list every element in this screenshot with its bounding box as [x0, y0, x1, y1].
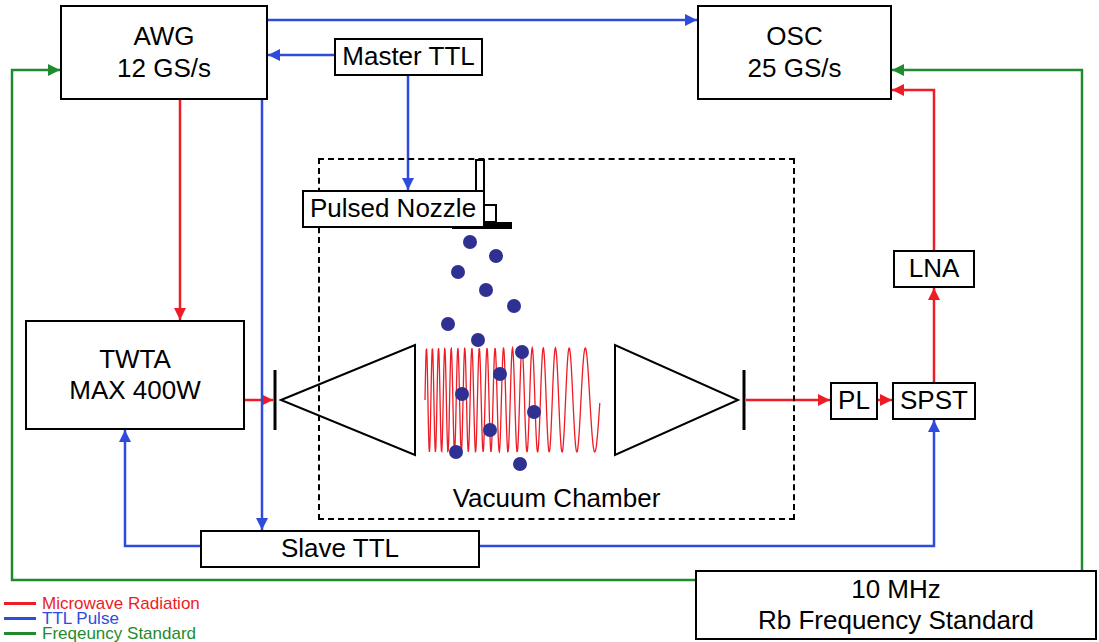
amplifier-box: TWTAMAX 400W: [25, 320, 245, 430]
signal-connector: [892, 70, 1082, 570]
nozzle-label-box: Pulsed Nozzle: [302, 190, 485, 228]
signal-connector: [179, 100, 182, 320]
microwave-wire: [746, 399, 830, 402]
legend-swatch: [4, 602, 36, 605]
awg-box: AWG12 GS/s: [60, 5, 268, 100]
signal-connector: [892, 90, 934, 250]
node-label: SPST: [900, 385, 968, 416]
legend-text: TTL Pulse: [42, 611, 119, 626]
node-sublabel: Rb Frequency Standard: [758, 605, 1034, 636]
microwave-wire: [245, 399, 273, 402]
node-label: Vacuum Chamber: [320, 483, 793, 514]
ttl-box: Slave TTL: [200, 530, 480, 568]
horn-antenna-left: [275, 345, 415, 455]
node-label: Slave TTL: [281, 533, 399, 564]
legend-row: Microwave Radiation: [4, 596, 200, 611]
frequency-standard-box: 10 MHzRb Frequency Standard: [695, 570, 1097, 640]
ttl-box: Master TTL: [334, 38, 483, 76]
node-label: PL: [838, 385, 870, 416]
node-sublabel: 25 GS/s: [748, 53, 842, 84]
node-sublabel: MAX 400W: [69, 375, 201, 406]
signal-connector: [261, 100, 264, 530]
legend-row: Freqeuncy Standard: [4, 626, 200, 641]
node-label: Pulsed Nozzle: [310, 193, 476, 224]
horn-antenna-right: [615, 345, 744, 455]
switch-box: SPST: [892, 382, 976, 420]
legend-text: Microwave Radiation: [42, 596, 200, 611]
signal-connector: [407, 76, 410, 190]
node-label: OSC: [766, 21, 822, 52]
legend: Microwave RadiationTTL PulseFreqeuncy St…: [4, 596, 200, 641]
signal-connector: [125, 430, 200, 546]
vacuum-chamber: Vacuum ChamberPulsed Nozzle: [318, 158, 795, 520]
molecule-dots: [441, 235, 541, 471]
oscilloscope-box: OSC25 GS/s: [697, 5, 892, 100]
legend-row: TTL Pulse: [4, 611, 200, 626]
legend-swatch: [4, 632, 36, 635]
node-label: LNA: [909, 253, 960, 284]
node-sublabel: 12 GS/s: [117, 53, 211, 84]
signal-connector: [268, 19, 697, 22]
limiter-box: PL: [830, 382, 878, 420]
node-label: Master TTL: [342, 41, 474, 72]
chirp-waveform: [425, 348, 600, 452]
signal-connector: [933, 288, 936, 382]
legend-swatch: [4, 617, 36, 620]
node-label: 10 MHz: [851, 574, 941, 605]
legend-text: Freqeuncy Standard: [42, 626, 196, 641]
node-label: TWTA: [99, 344, 171, 375]
amplifier-box: LNA: [893, 250, 975, 288]
signal-connector: [878, 399, 892, 402]
signal-connector: [268, 54, 334, 57]
node-label: AWG: [133, 21, 194, 52]
